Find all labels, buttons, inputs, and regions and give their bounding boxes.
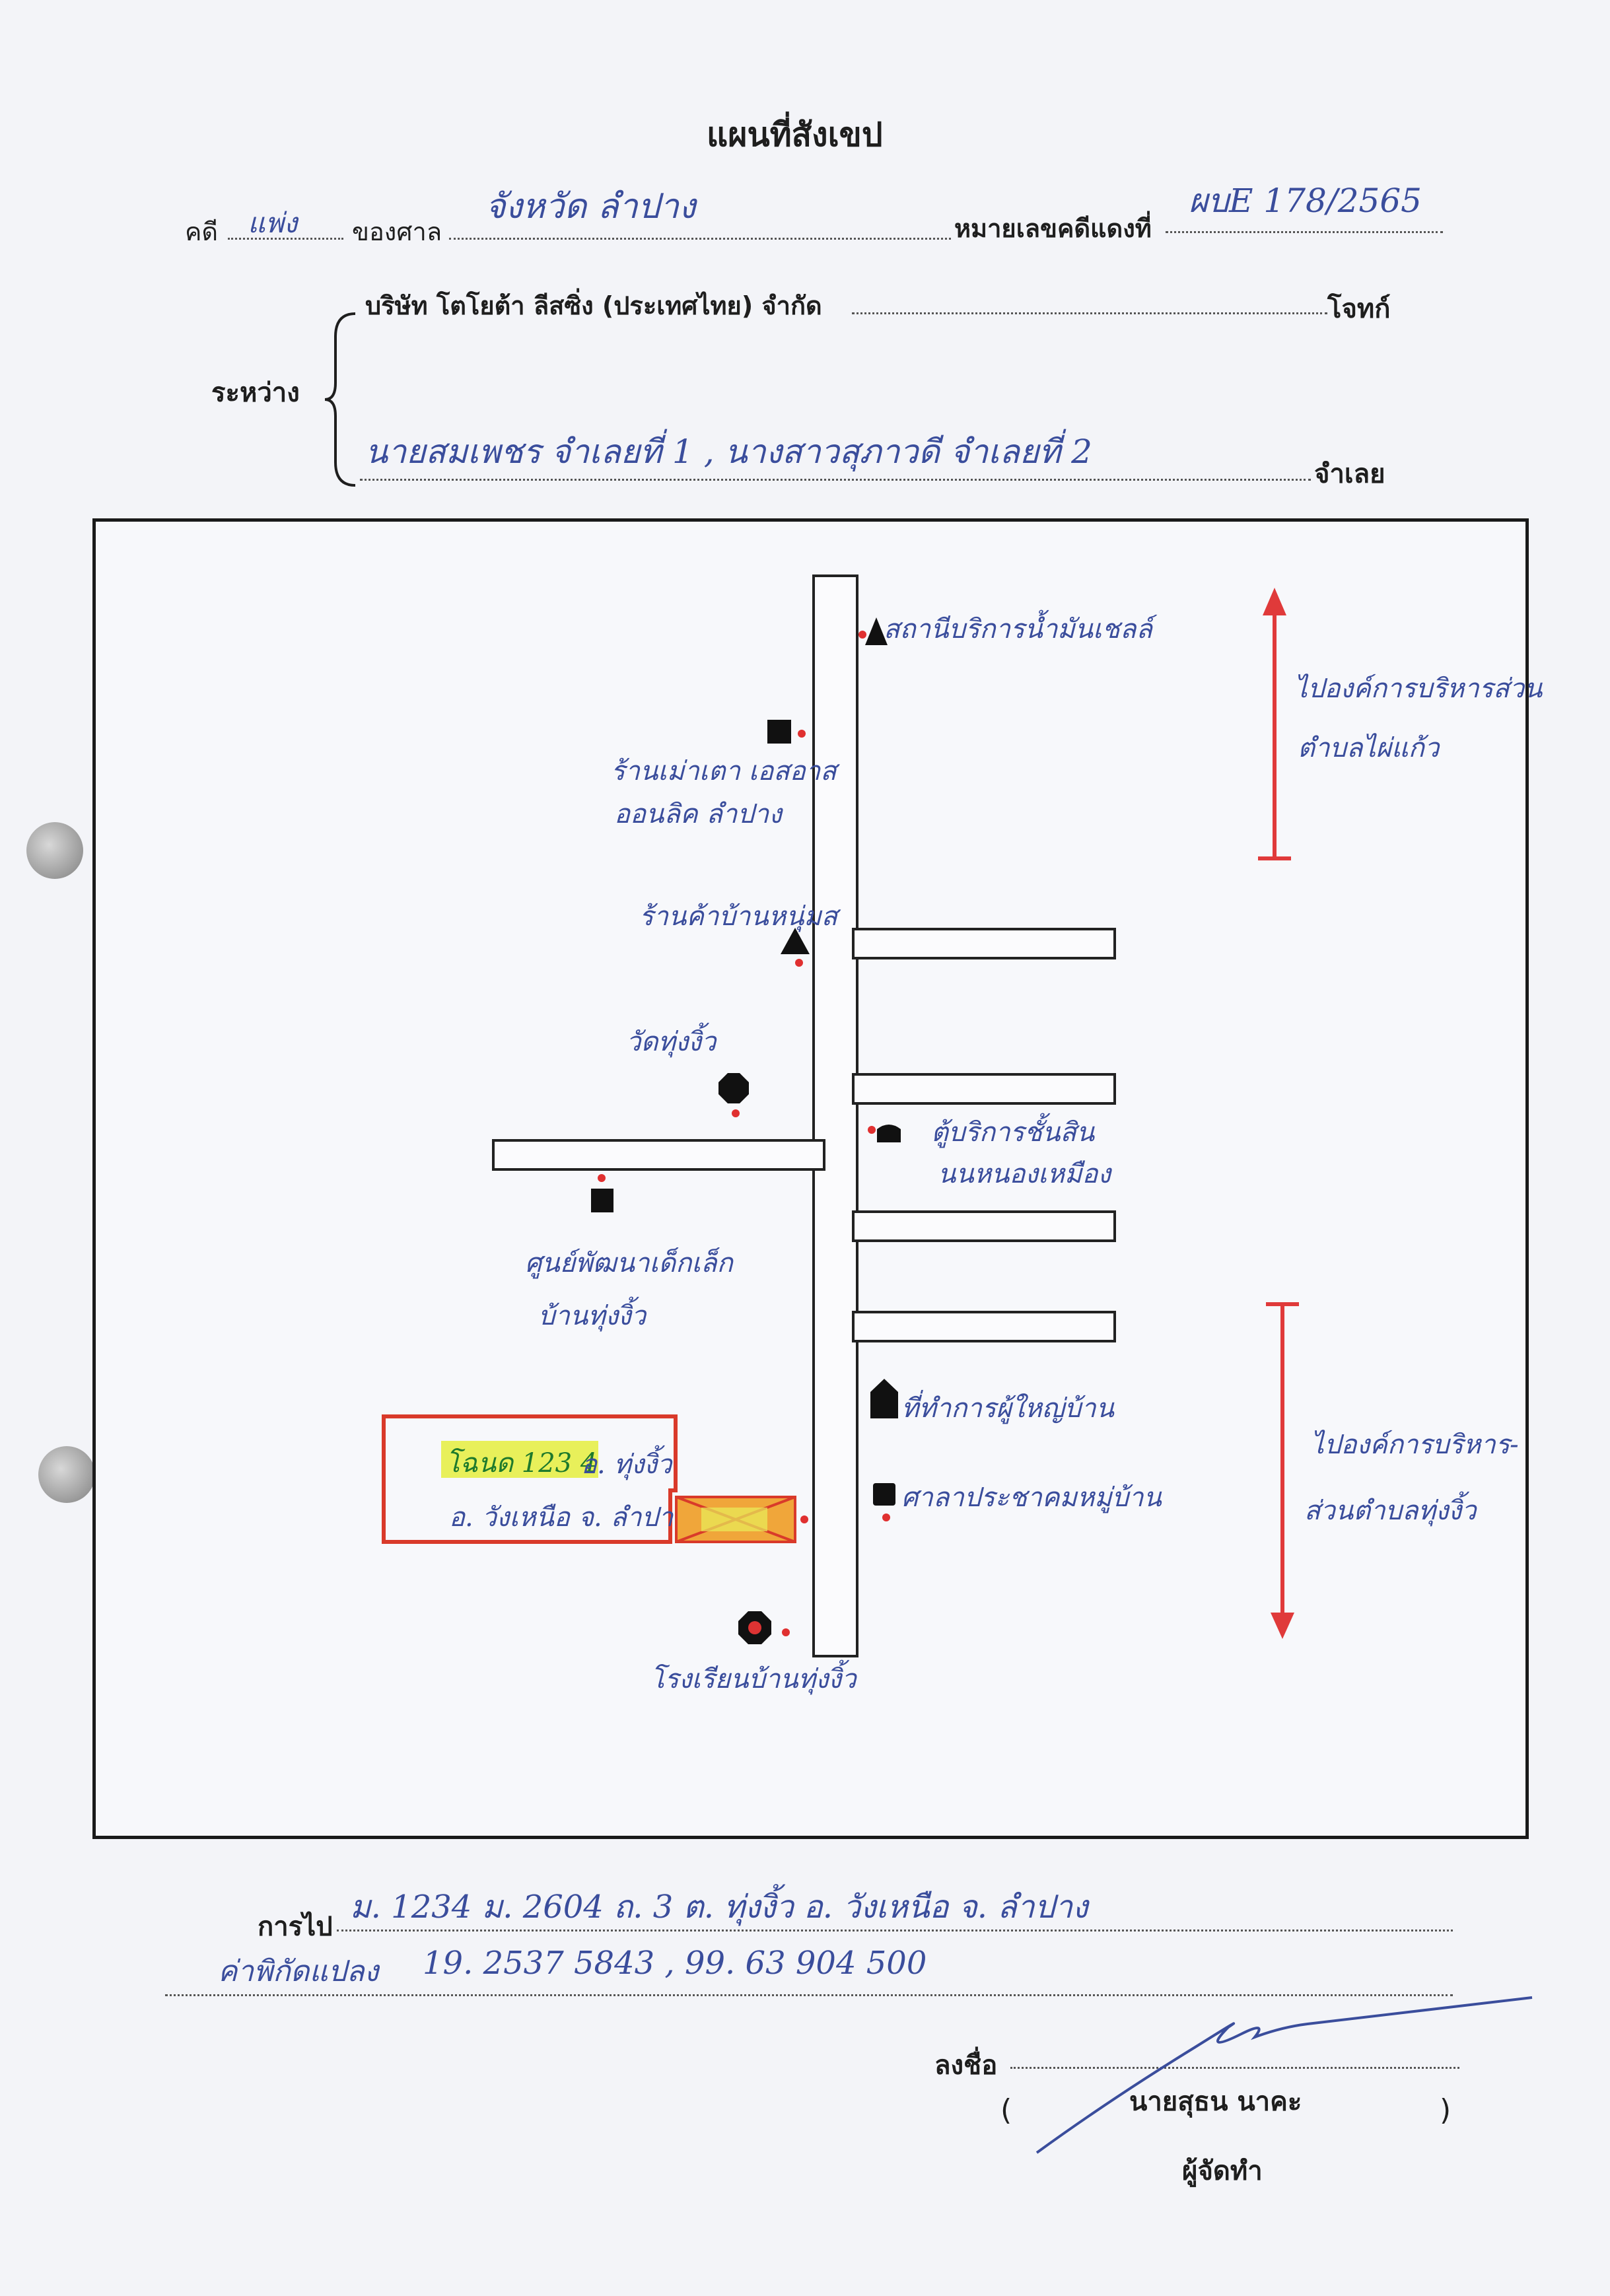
village-hall-icon: [873, 1483, 895, 1506]
village-office-label: ที่ทำการผู้ใหญ่บ้าน: [901, 1393, 1114, 1424]
signature-scribble: [1035, 1996, 1533, 2154]
map-frame: [92, 518, 1529, 1839]
target-parcel-outline: [382, 1414, 678, 1544]
south-direction-line1: ไปองค์การบริหาร-: [1311, 1430, 1519, 1460]
temple-label: วัดทุ่งงิ้ว: [626, 1027, 717, 1057]
route-line: [337, 1930, 1453, 1931]
target-parcel-marker: [675, 1496, 796, 1543]
court-name: จังหวัด ลำปาง: [485, 187, 696, 226]
route-value: ม. 1234 ม. 2604 ถ. 3 ต. ทุ่งงิ้ว อ. วังเ…: [350, 1889, 1088, 1926]
signer-open-paren: (: [1000, 2093, 1012, 2127]
shop-icon: [781, 928, 810, 954]
school-label: โรงเรียนบ้านทุ่งงิ้ว: [650, 1664, 857, 1694]
case-label: คดี: [185, 217, 219, 246]
school-pin: [782, 1628, 790, 1636]
deed-highlight: [441, 1441, 598, 1478]
north-direction-line2: ตำบลไผ่แก้ว: [1298, 733, 1440, 763]
child-center-label-line2: บ้านทุ่งงิ้ว: [538, 1301, 647, 1331]
court-label: ของศาล: [352, 217, 442, 246]
punch-hole-top: [26, 822, 83, 879]
road-east-branch-4: [852, 1311, 1116, 1342]
child-center-label-line1: ศูนย์พัฒนาเด็กเล็ก: [525, 1248, 733, 1278]
temple-pin: [732, 1109, 740, 1117]
road-east-branch-2: [852, 1073, 1116, 1105]
punch-hole-bottom: [38, 1446, 95, 1503]
store-pin: [798, 730, 806, 738]
page-title: แผนที่สังเขป: [707, 116, 883, 154]
store-label-line1: ร้านเม่าเตา เอสอาส: [611, 756, 837, 786]
village-hall-pin: [882, 1513, 890, 1521]
court-line: [449, 238, 951, 240]
phone-booth-pin: [868, 1126, 876, 1134]
school-icon: [738, 1611, 771, 1644]
sign-label: ลงชื่อ: [934, 2050, 998, 2081]
coords-label: ค่าพิกัดแปลง: [218, 1955, 379, 1988]
gas-station-pin: [858, 631, 866, 639]
red-case-label: หมายเลขคดีแดงที่: [954, 214, 1152, 243]
deed-number: โฉนด 123 4: [446, 1448, 598, 1478]
red-case-line: [1166, 231, 1443, 233]
road-main-vertical: [812, 574, 858, 1657]
shop-pin: [795, 959, 803, 967]
north-direction-arrow: [1258, 588, 1291, 860]
phone-booth-icon: [877, 1125, 901, 1142]
signer-name: นายสุธน นาคะ: [1129, 2087, 1302, 2117]
sign-line: [1010, 2067, 1459, 2069]
store-label-line2: ออนลิค ลำปาง: [614, 799, 782, 829]
signer-role: ผู้จัดทำ: [1182, 2156, 1263, 2186]
phone-booth-label-line2: นนหนองเหมือง: [938, 1159, 1111, 1189]
gas-station-label: สถานีบริการน้ำมันเชลล์: [884, 614, 1152, 644]
plaintiff-name: บริษัท โตโยต้า ลีสซิ่ง (ประเทศไทย) จำกัด: [365, 291, 822, 320]
party-brace: [324, 312, 356, 487]
red-case-number: ผบE 178/2565: [1189, 182, 1422, 220]
child-center-icon: [591, 1189, 613, 1212]
road-east-branch-3: [852, 1210, 1116, 1242]
deed-district: อ. ทุ่งงิ้ว: [581, 1449, 672, 1480]
defendant-line: [360, 479, 1311, 481]
route-label: การไป: [258, 1912, 333, 1942]
plaintiff-label: โจทก์: [1327, 294, 1391, 324]
village-office-icon: [870, 1379, 898, 1418]
temple-icon: [718, 1073, 749, 1103]
coords-line: [165, 1994, 1453, 1996]
case-type-line: [228, 238, 343, 240]
gas-station-icon: [865, 617, 888, 645]
phone-booth-label-line1: ตู้บริการชั้นสิน: [931, 1117, 1095, 1148]
north-direction-line1: ไปองค์การบริหารส่วน: [1294, 674, 1543, 704]
plaintiff-line: [852, 312, 1327, 314]
case-type: แพ่ง: [248, 207, 298, 239]
coords-value: 19. 2537 5843 , 99. 63 904 500: [423, 1945, 927, 1982]
defendant-label: จำเลย: [1314, 459, 1385, 489]
defendant-names: นายสมเพชร จำเลยที่ 1 , นางสาวสุภาวดี จำเ…: [365, 433, 1092, 471]
signer-close-paren: ): [1440, 2093, 1452, 2127]
road-east-branch-1: [852, 928, 1116, 959]
village-hall-label: ศาลาประชาคมหมู่บ้าน: [901, 1482, 1162, 1513]
target-parcel-pin: [800, 1515, 808, 1523]
road-west-branch: [492, 1139, 825, 1171]
between-label: ระหว่าง: [211, 378, 300, 408]
deed-location: อ. วังเหนือ จ. ลำปาง: [449, 1502, 686, 1533]
shop-label: ร้านค้าบ้านหนุ่มส: [639, 901, 838, 932]
child-center-pin: [598, 1174, 606, 1182]
store-icon: [767, 720, 791, 744]
south-direction-line2: ส่วนตำบลทุ่งงิ้ว: [1304, 1496, 1477, 1526]
south-direction-arrow: [1266, 1302, 1299, 1639]
